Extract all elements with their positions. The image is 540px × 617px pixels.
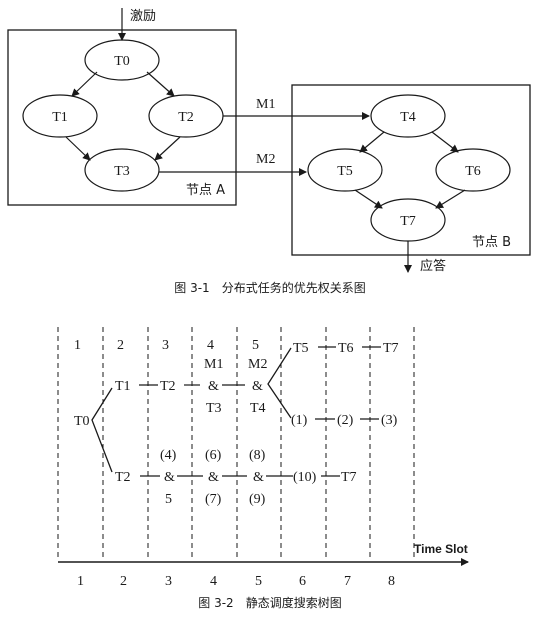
tree-t7-lower: T7 xyxy=(341,470,357,485)
edge-t1-t3 xyxy=(65,136,91,161)
message-m2-label: M2 xyxy=(256,152,275,167)
task-t1-ellipse xyxy=(22,94,98,138)
tree-t5: T5 xyxy=(293,341,309,356)
slot-header-4: 4 xyxy=(207,338,214,353)
tree-upper-t4: T4 xyxy=(250,401,266,416)
slot-header-2: 2 xyxy=(117,338,124,353)
axis-tick-4: 4 xyxy=(210,574,217,589)
axis-label: Time Slot xyxy=(414,542,468,556)
figure-3-2: 1 2 3 4 5 T0 T1 T2 M1 & T3 M2 & T4 T5 T6… xyxy=(57,327,469,610)
edge-t4-t6 xyxy=(431,131,459,153)
axis-tick-6: 6 xyxy=(299,574,306,589)
axis-tick-1: 1 xyxy=(77,574,84,589)
task-t3-label: T3 xyxy=(114,164,130,179)
tree-p10: (10) xyxy=(293,470,317,485)
node-b-label: 节点 B xyxy=(472,235,511,250)
message-m1-label: M1 xyxy=(256,97,275,112)
figure-3-2-caption: 图 3-2 静态调度搜索树图 xyxy=(198,595,341,610)
figure-3-1: 激励 T0 T1 T2 T3 节点 A T4 T5 T6 T7 M1 xyxy=(7,8,531,295)
tree-lower-amp3: & xyxy=(164,470,175,485)
task-t6-label: T6 xyxy=(465,164,481,179)
tree-upper-m2: M2 xyxy=(248,357,267,372)
task-t4-label: T4 xyxy=(400,110,416,125)
node-a-label: 节点 A xyxy=(186,183,225,198)
figure-3-1-caption: 图 3-1 分布式任务的优先权关系图 xyxy=(174,280,365,295)
edge-t5-t7 xyxy=(354,189,383,209)
tree-p2: (2) xyxy=(337,413,354,428)
tree-t0: T0 xyxy=(74,414,90,429)
tree-lower-5: 5 xyxy=(165,492,172,507)
edge-t6-t7 xyxy=(435,189,466,209)
tree-p1: (1) xyxy=(291,413,308,428)
tree-upper-m1: M1 xyxy=(204,357,223,372)
edge-t2-t3 xyxy=(154,136,181,161)
tree-upper-t2: T2 xyxy=(160,379,176,394)
slot-dividers xyxy=(57,327,415,560)
edge-t0-t2 xyxy=(146,71,175,97)
tree-p8: (8) xyxy=(249,448,266,463)
tree-p9: (9) xyxy=(249,492,266,507)
task-t1-label: T1 xyxy=(52,110,68,125)
task-t3-ellipse xyxy=(84,148,160,192)
node-b-box xyxy=(291,84,531,256)
task-t5-label: T5 xyxy=(337,164,353,179)
tree-p4: (4) xyxy=(160,448,177,463)
tree-p6: (6) xyxy=(205,448,222,463)
axis-tick-5: 5 xyxy=(255,574,262,589)
response-label: 应答 xyxy=(420,258,446,274)
task-t4-ellipse xyxy=(370,94,446,138)
axis-tick-7: 7 xyxy=(344,574,351,589)
slot-header-1: 1 xyxy=(74,338,81,353)
task-t0-label: T0 xyxy=(114,54,130,69)
tree-lower-t2: T2 xyxy=(115,470,131,485)
axis-tick-3: 3 xyxy=(165,574,172,589)
task-t2-label: T2 xyxy=(178,110,194,125)
axis-tick-2: 2 xyxy=(120,574,127,589)
tree-t6: T6 xyxy=(338,341,354,356)
tree-lower-amp5: & xyxy=(253,470,264,485)
edge-t4-t5 xyxy=(359,131,385,153)
tree-p3: (3) xyxy=(381,413,398,428)
tree-upper-amp5: & xyxy=(252,379,263,394)
slot-header-3: 3 xyxy=(162,338,169,353)
tree-upper-t1: T1 xyxy=(115,379,131,394)
edge-t0-t1 xyxy=(71,71,98,97)
tree-p7: (7) xyxy=(205,492,222,507)
axis-tick-8: 8 xyxy=(388,574,395,589)
task-t6-ellipse xyxy=(435,148,511,192)
amp5-branch xyxy=(267,347,292,419)
tree-upper-t3: T3 xyxy=(206,401,222,416)
stimulus-label: 激励 xyxy=(130,9,156,24)
tree-lower-amp4: & xyxy=(208,470,219,485)
tree-t7-upper: T7 xyxy=(383,341,399,356)
task-t5-ellipse xyxy=(307,148,383,192)
tree-upper-amp4: & xyxy=(208,379,219,394)
task-t7-label: T7 xyxy=(400,214,416,229)
task-t0-ellipse xyxy=(84,39,160,81)
t0-branch xyxy=(91,387,113,473)
slot-header-5: 5 xyxy=(252,338,259,353)
